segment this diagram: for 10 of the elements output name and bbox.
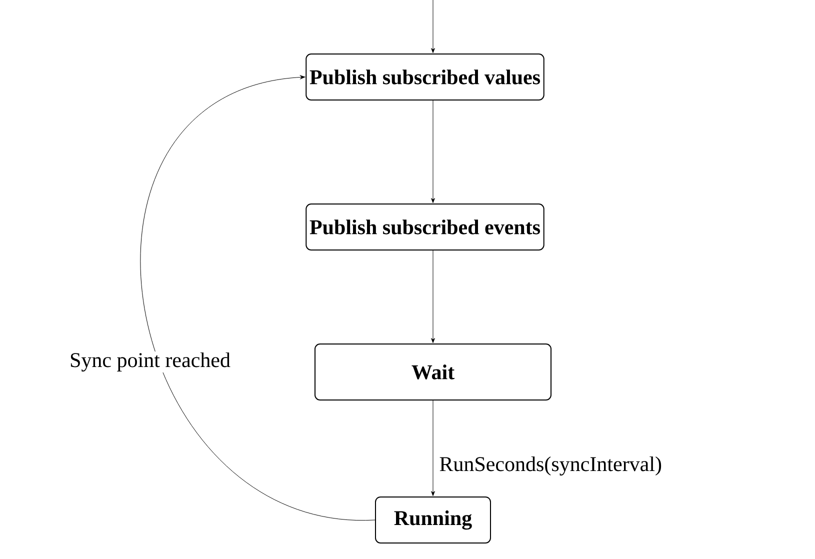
edge-label: RunSeconds(syncInterval): [438, 455, 663, 477]
arrow: [431, 250, 435, 344]
process-box: Running: [375, 496, 491, 544]
arrow: [431, 400, 435, 496]
arrow: [431, 100, 435, 204]
arrow: [431, 0, 435, 54]
process-box: Wait: [314, 344, 552, 400]
process-box: Publish subscribed values: [306, 54, 544, 100]
process-box: Publish subscribed events: [306, 204, 544, 250]
edge-label: Sync point reached: [68, 351, 232, 373]
